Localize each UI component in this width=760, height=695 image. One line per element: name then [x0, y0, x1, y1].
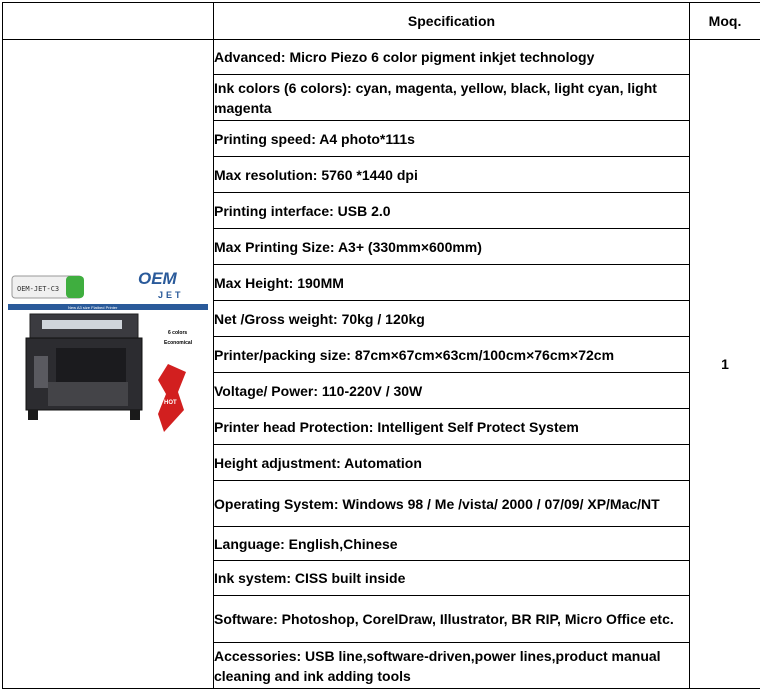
spec-item-0: Advanced: Micro Piezo 6 color pigment in… — [213, 39, 690, 75]
model-tag-accent — [66, 276, 84, 298]
table-row: Software: Photoshop, CorelDraw, Illustra… — [3, 595, 760, 643]
banner-text: New A3 size Flatbed Printer — [68, 305, 118, 310]
spec-item-16: Accessories: USB line,software-driven,po… — [213, 642, 690, 689]
table-row: Ink system: CISS built inside — [3, 560, 760, 596]
header-specification: Specification — [213, 2, 690, 40]
table-row: OEM-JET-C3 OEM JET New A3 size Flatbed P… — [2, 39, 760, 689]
spec-item-9: Voltage/ Power: 110-220V / 30W — [213, 372, 690, 409]
product-image: OEM-JET-C3 OEM JET New A3 size Flatbed P… — [8, 264, 208, 464]
spec-item-3: Max resolution: 5760 *1440 dpi — [213, 156, 690, 193]
table-row: Operating System: Windows 98 / Me /vista… — [3, 480, 760, 527]
banner-strip — [8, 304, 208, 310]
brand-logo-main: OEM — [138, 269, 178, 288]
spec-item-15: Software: Photoshop, CorelDraw, Illustra… — [213, 595, 690, 643]
spec-item-8: Printer/packing size: 87cm×67cm×63cm/100… — [213, 336, 690, 373]
header-row: Specification Moq. — [2, 2, 760, 40]
table-row: Accessories: USB line,software-driven,po… — [3, 642, 760, 689]
spec-item-2: Printing speed: A4 photo*111s — [213, 120, 690, 157]
side-text-economical: Economical — [164, 340, 193, 346]
spec-item-11: Height adjustment: Automation — [213, 444, 690, 481]
product-image-cell: OEM-JET-C3 OEM JET New A3 size Flatbed P… — [2, 39, 214, 689]
table-row: Printing speed: A4 photo*111s — [3, 120, 760, 157]
spec-item-1: Ink colors (6 colors): cyan, magenta, ye… — [213, 74, 690, 121]
table-row: Printer head Protection: Intelligent Sel… — [3, 408, 760, 445]
table-row: Max Printing Size: A3+ (330mm×600mm) — [3, 228, 760, 265]
table-row: Voltage/ Power: 110-220V / 30W — [3, 372, 760, 409]
header-image-column — [2, 2, 214, 40]
spec-item-13: Language: English,Chinese — [213, 526, 690, 561]
hot-badge-text: HOT — [164, 400, 177, 406]
moq-value: 1 — [689, 39, 760, 689]
spec-item-4: Printing interface: USB 2.0 — [213, 192, 690, 229]
spec-item-12: Operating System: Windows 98 / Me /vista… — [213, 480, 690, 527]
table-row: Max Height: 190MM — [3, 264, 760, 301]
model-tag-text: OEM-JET-C3 — [17, 285, 59, 293]
spec-item-5: Max Printing Size: A3+ (330mm×600mm) — [213, 228, 690, 265]
header-moq: Moq. — [689, 2, 760, 40]
spec-item-7: Net /Gross weight: 70kg / 120kg — [213, 300, 690, 337]
table-row: Printer/packing size: 87cm×67cm×63cm/100… — [3, 336, 760, 373]
brand-logo-sub: JET — [158, 290, 184, 300]
spec-item-10: Printer head Protection: Intelligent Sel… — [213, 408, 690, 445]
printer-illustration: OEM-JET-C3 OEM JET New A3 size Flatbed P… — [8, 269, 208, 432]
spec-item-14: Ink system: CISS built inside — [213, 560, 690, 596]
spec-item-6: Max Height: 190MM — [213, 264, 690, 301]
side-text-colors: 6 colors — [168, 330, 187, 336]
table-row: Max resolution: 5760 *1440 dpi — [3, 156, 760, 193]
hot-badge-icon — [158, 364, 186, 432]
